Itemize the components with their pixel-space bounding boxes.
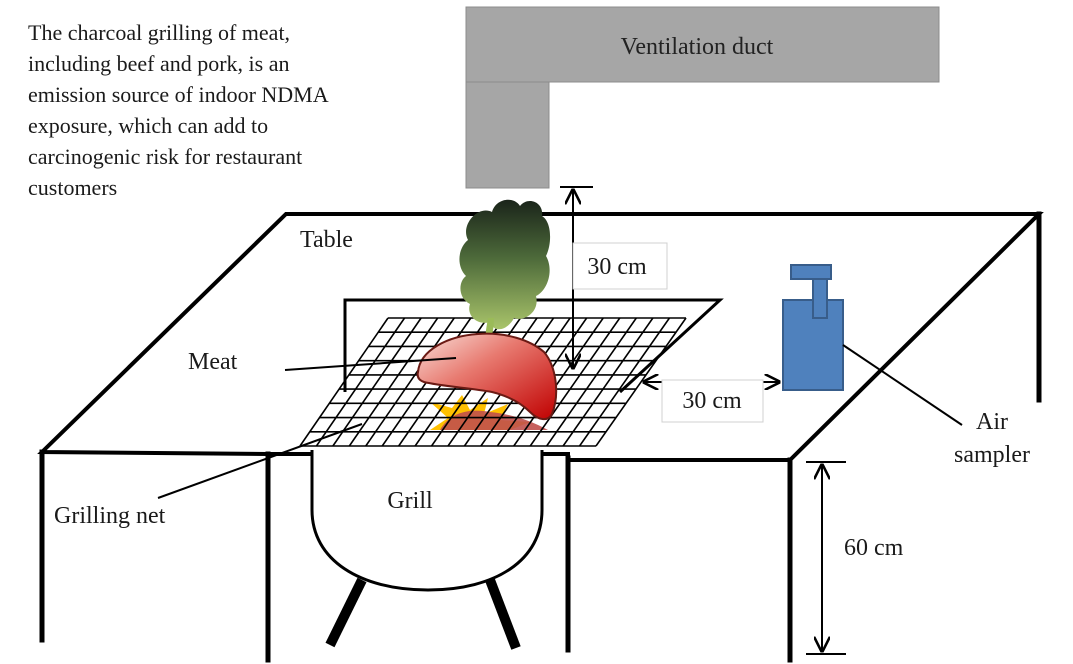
smoke-cloud (459, 199, 551, 330)
dimension-label-box (661, 379, 764, 423)
grill-bowl (310, 450, 544, 592)
meat-callout: Meat (188, 349, 457, 375)
air-sampler-label: sampler (954, 442, 1030, 468)
net-wire (578, 317, 671, 447)
grilling-net-callout: Grilling net (54, 423, 363, 529)
caption: The charcoal grilling of meat, including… (28, 20, 329, 200)
caption-line: exposure, which can add to (28, 113, 268, 138)
grill: Grill (310, 450, 544, 650)
meat-pointer (284, 357, 457, 371)
grill-leg-right (485, 578, 521, 650)
net-wire (332, 317, 422, 447)
air-sampler-pointer (842, 344, 963, 426)
caption-line: emission source of indoor NDMA (28, 82, 329, 107)
grill-label: Grill (387, 488, 433, 514)
ventilation-duct: Ventilation duct (465, 6, 940, 189)
net-wire (562, 317, 654, 447)
meat-label: Meat (188, 349, 238, 375)
net-wire (513, 317, 604, 447)
dimension-label: 30 cm (587, 254, 647, 280)
dimension-table-height: 60 cm (806, 461, 904, 655)
duct-vertical (465, 81, 550, 189)
net-wire (348, 317, 439, 447)
air-sampler: Air sampler (782, 264, 1030, 468)
dimension-label: 30 cm (682, 388, 742, 414)
grilling-net-pointer (157, 423, 363, 499)
net-wire (315, 317, 406, 447)
net-wire (365, 317, 455, 447)
table-label: Table (300, 227, 353, 253)
air-sampler-label: Air (976, 409, 1008, 435)
net-wire (595, 317, 687, 447)
dimension-label-box (572, 242, 668, 290)
caption-line: carcinogenic risk for restaurant (28, 144, 302, 169)
net-wire (546, 317, 637, 447)
ventilation-duct-label: Ventilation duct (621, 34, 774, 60)
caption-line: including beef and pork, is an (28, 51, 290, 76)
meat-piece (416, 332, 558, 420)
air-sampler-inlet (812, 275, 828, 319)
net-wire (299, 317, 389, 447)
caption-line: customers (28, 175, 117, 200)
net-wire (529, 317, 621, 447)
grilling-net-label: Grilling net (54, 503, 166, 529)
grill-leg-left (325, 577, 367, 648)
dimension-grill-sampler: 30 cm (644, 379, 779, 423)
caption-line: The charcoal grilling of meat, (28, 20, 290, 45)
air-sampler-cap (790, 264, 832, 280)
meat (416, 332, 558, 420)
dimension-label: 60 cm (844, 535, 904, 561)
dimension-duct-grill: 30 cm (560, 186, 668, 368)
flame-inner (440, 410, 548, 430)
flame (430, 395, 548, 430)
duct-horizontal (465, 6, 940, 83)
